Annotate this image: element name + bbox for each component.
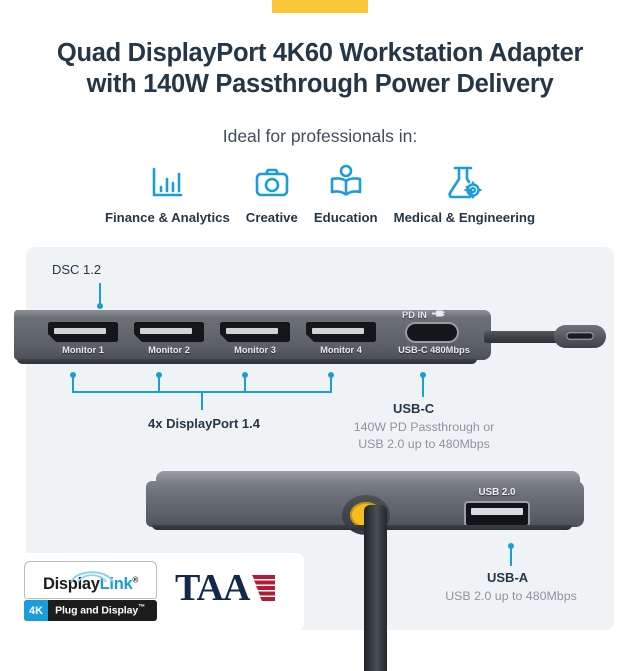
callout-dsc-line (99, 283, 101, 305)
displaylink-arc-icon (69, 567, 115, 588)
pd-in-text: PD IN (402, 309, 427, 320)
audience-label: Medical & Engineering (393, 210, 536, 225)
displayport-3-label: Monitor 3 (234, 345, 276, 355)
displayport-3 (220, 322, 290, 342)
usb20-port-marking: USB 2.0 (478, 487, 516, 498)
displayport-2-label: Monitor 2 (148, 345, 190, 355)
accent-bar (272, 0, 368, 13)
taa-logo: TAA (175, 569, 276, 612)
usbc-port-label: USB-C 480Mbps (398, 345, 470, 355)
badge-plug-and-display: Plug and Display™ (55, 604, 145, 617)
usbc-callout-line (422, 375, 424, 397)
displaylink-wordmark: DisplayLink® (43, 575, 138, 593)
audience-label: Finance & Analytics (104, 210, 230, 225)
usbc-connector-head (554, 325, 606, 348)
headline-line-1: Quad DisplayPort 4K60 Workstation Adapte… (56, 39, 584, 67)
pd-in-marking: PD IN (402, 309, 446, 320)
taa-stripes-icon (242, 573, 276, 612)
callout-dsc-dot (97, 303, 103, 309)
usbc-pd-port (407, 324, 457, 341)
callout-usba-sub-1: USB 2.0 up to 480Mbps (445, 589, 577, 603)
audience-list: Finance & Analytics Creative Education (0, 157, 640, 225)
power-plug-icon (431, 309, 446, 320)
audience-item-finance: Finance & Analytics (105, 157, 230, 225)
callout-usbc-sub-1: 140W PD Passthrough or (353, 420, 495, 434)
bar-chart-icon (145, 157, 189, 205)
audience-item-medical: Medical & Engineering (394, 157, 535, 225)
audience-item-creative: Creative (246, 157, 298, 225)
camera-icon (250, 157, 294, 205)
book-person-icon (324, 157, 368, 205)
audience-label: Education (313, 210, 378, 225)
callout-dsc-label: DSC 1.2 (52, 262, 102, 277)
headline-line-2: with 140W Passthrough Power Delivery (86, 70, 554, 98)
page-title: Quad DisplayPort 4K60 Workstation Adapte… (0, 38, 640, 100)
attached-cable (364, 505, 387, 671)
dp-stem (201, 391, 203, 410)
taa-wordmark: TAA (175, 567, 250, 609)
callout-displayport-title: 4x DisplayPort 1.4 (148, 416, 260, 431)
audience-label: Creative (245, 210, 298, 225)
displaylink-badge: 4K Plug and Display™ (24, 600, 157, 621)
adapter-front-view: Monitor 1 Monitor 2 Monitor 3 Monitor 4 … (14, 310, 491, 366)
displayport-1-label: Monitor 1 (62, 345, 104, 355)
displayport-1 (48, 322, 118, 342)
subheading: Ideal for professionals in: (222, 126, 418, 146)
displayport-4 (306, 322, 376, 342)
usba-callout-line (510, 546, 512, 566)
callout-usbc-title: USB-C (393, 401, 435, 416)
callout-usbc-sub-2: USB 2.0 up to 480Mbps (358, 437, 490, 451)
usb-a-port (466, 503, 528, 525)
certification-logos: DisplayLink® 4K Plug and Display™ TAA (0, 553, 304, 630)
displaylink-logo: DisplayLink® 4K Plug and Display™ (24, 561, 157, 621)
badge-4k: 4K (24, 600, 49, 621)
displayport-2 (134, 322, 204, 342)
host-usbc-cable (484, 325, 606, 348)
audience-item-education: Education (314, 157, 378, 225)
displayport-4-label: Monitor 4 (320, 345, 362, 355)
flask-gear-icon (442, 157, 486, 205)
callout-usba-title: USB-A (487, 570, 529, 585)
